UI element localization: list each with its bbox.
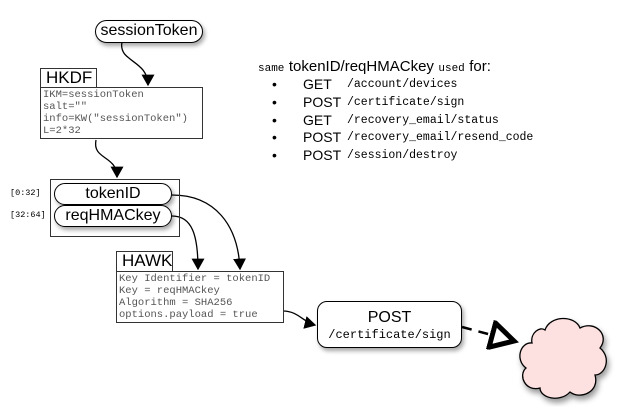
hkdf-line: info=KW("sessionToken")	[43, 113, 188, 125]
endpoint-method: POST	[303, 94, 342, 110]
endpoint-method: POST	[303, 147, 342, 163]
token-id-node: tokenID	[54, 183, 172, 205]
arrow-hawk-to-request	[282, 310, 317, 329]
endpoint-method: POST	[303, 129, 342, 145]
endpoint-path: /account/devices	[347, 78, 458, 91]
usage-prefix: same	[258, 63, 285, 75]
endpoint-path: /session/destroy	[347, 149, 458, 162]
key-split-group	[50, 179, 180, 237]
arrow-tokenid-to-hawk	[171, 194, 247, 271]
usage-heading: same tokenID/reqHMACkey used for:	[258, 58, 491, 76]
bullet: •	[272, 94, 277, 110]
req-hmac-key-node: reqHMACkey	[54, 205, 172, 227]
bullet: •	[272, 147, 277, 163]
usage-keys: tokenID/reqHMACkey	[288, 58, 434, 75]
bullet: •	[272, 112, 277, 128]
usage-for: for:	[469, 58, 491, 75]
arrow-hkdf-to-keys	[95, 139, 124, 179]
session-token-node: sessionToken	[95, 20, 203, 43]
hawk-line: Key = reqHMACkey	[119, 285, 220, 297]
request-path: /certificate/sign	[328, 328, 451, 342]
endpoint-path: /recovery_email/resend_code	[347, 131, 534, 144]
request-method: POST	[367, 309, 412, 326]
range-token-id: [0:32]	[10, 188, 41, 198]
endpoint-method: GET	[303, 76, 332, 92]
endpoint-path: /recovery_email/status	[347, 114, 499, 127]
hawk-title: HAWK	[116, 251, 173, 272]
arrow-reqhmackey-to-hawk	[171, 215, 205, 271]
hkdf-title: HKDF	[40, 68, 97, 88]
endpoint-path: /certificate/sign	[347, 96, 465, 109]
endpoint-method: GET	[303, 112, 332, 128]
hawk-line: Key Identifier = tokenID	[119, 273, 271, 285]
hkdf-line: salt=""	[43, 101, 88, 113]
usage-used: used	[438, 63, 465, 75]
bullet: •	[272, 76, 277, 92]
arrow-session-to-hkdf	[121, 41, 155, 87]
range-req-hmac-key: [32:64]	[10, 210, 46, 220]
request-node: POST /certificate/sign	[317, 301, 462, 348]
bullet: •	[272, 129, 277, 145]
hkdf-line: IKM=sessionToken	[43, 89, 144, 101]
hawk-line: options.payload = true	[119, 309, 258, 321]
hawk-line: Algorithm = SHA256	[119, 297, 233, 309]
cloud-shape	[519, 317, 607, 399]
hkdf-line: L=2*32	[43, 125, 81, 137]
arrow-request-to-cloud	[461, 327, 514, 341]
